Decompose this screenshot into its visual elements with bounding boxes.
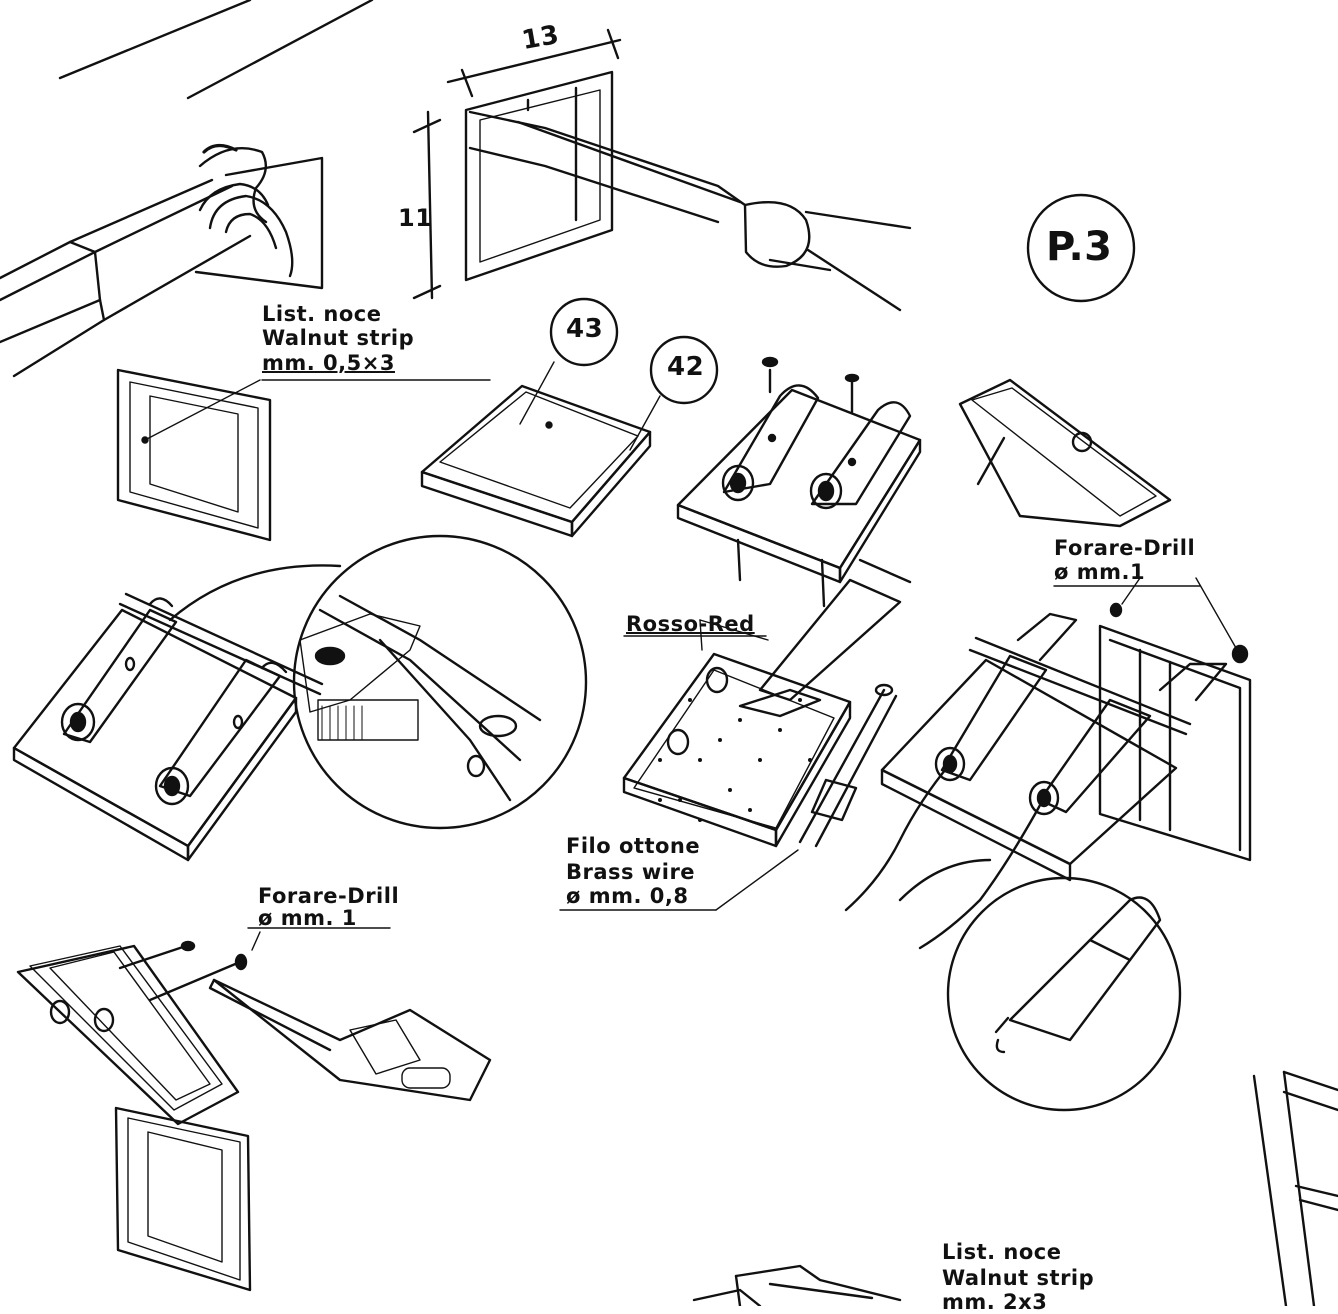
walnut-strip-top-it: List. noce <box>262 302 382 326</box>
plates-43-42-illustration <box>420 361 661 538</box>
hinge-on-port-illustration <box>844 577 1252 1112</box>
walnut-strip-top-size: mm. 0,5×3 <box>262 351 395 375</box>
walnut-strip-bottom-size: mm. 2x3 <box>942 1290 1048 1314</box>
dimension-width: 13 <box>519 19 562 57</box>
part-number-42: 42 <box>667 352 705 382</box>
walnut-strip-frame-illustration <box>116 368 491 542</box>
walnut-strip-bottom-en: Walnut strip <box>942 1266 1095 1290</box>
part-number-43: 43 <box>566 314 604 344</box>
walnut-strip-top-en: Walnut strip <box>262 326 415 350</box>
drill-and-glue-illustration <box>16 927 492 1292</box>
rosso-red-label: Rosso-Red <box>626 612 755 636</box>
drill-right-size: ø mm.1 <box>1054 560 1146 584</box>
drill-left-size: ø mm. 1 <box>258 906 357 930</box>
lid-with-pin-illustration <box>958 378 1172 528</box>
page-badge-text: P.3 <box>1046 224 1113 270</box>
brass-wire-en: Brass wire <box>566 860 696 884</box>
brass-wire-leader-arrow <box>715 849 799 911</box>
brass-wire-size: ø mm. 0,8 <box>566 884 689 908</box>
drill-right-text: Forare-Drill <box>1054 536 1196 560</box>
hinge-assembly-magnified-illustration <box>12 534 588 862</box>
walnut-strip-application-illustration <box>0 0 374 378</box>
hinge-plate-illustration <box>676 356 922 608</box>
ladder-partial-illustration <box>1252 1070 1338 1308</box>
drill-left-text: Forare-Drill <box>258 884 400 908</box>
brass-wire-it: Filo ottone <box>566 834 701 858</box>
gun-port-dimension-illustration <box>412 28 912 312</box>
page-badge <box>1026 193 1136 303</box>
part-43-circle <box>549 297 619 367</box>
part-42-circle <box>649 335 719 405</box>
painted-plate-brass-wire-illustration <box>622 558 912 848</box>
dimension-height: 11 <box>398 204 433 232</box>
bottom-partial-illustration <box>692 1264 902 1308</box>
walnut-strip-bottom-it: List. noce <box>942 1240 1062 1264</box>
